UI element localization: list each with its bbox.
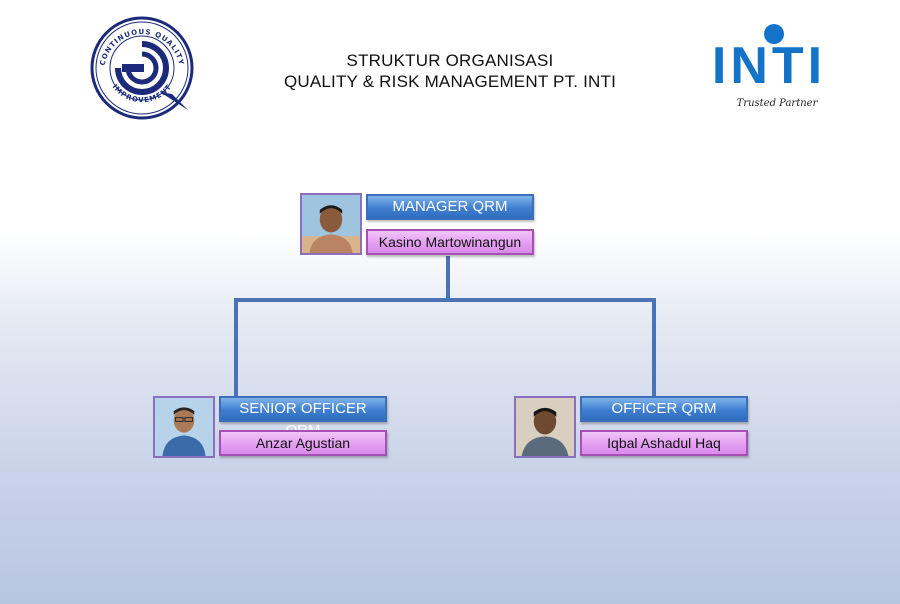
officer-title: OFFICER QRM (580, 396, 748, 422)
connector-left-down (234, 298, 238, 396)
senior-officer-photo (153, 396, 215, 458)
title-line-2: QUALITY & RISK MANAGEMENT PT. INTI (283, 72, 617, 91)
page-title: STRUKTUR ORGANISASI QUALITY & RISK MANAG… (230, 50, 670, 92)
connector-horizontal (234, 298, 656, 302)
manager-photo (300, 193, 362, 255)
inti-logo: INTI Trusted Partner (694, 22, 844, 114)
connector-manager-down (446, 256, 450, 302)
person-photo-icon (155, 398, 213, 456)
inti-wordmark: INTI (711, 37, 827, 95)
manager-name: Kasino Martowinangun (366, 229, 534, 255)
connector-right-down (652, 298, 656, 396)
officer-photo (514, 396, 576, 458)
manager-title: MANAGER QRM (366, 194, 534, 220)
continuous-quality-logo: CONTINUOUS QUALITY IMPROVEMENT (88, 14, 196, 122)
inti-logo-dot-icon (764, 24, 784, 44)
senior-officer-name: Anzar Agustian (219, 430, 387, 456)
inti-tagline: Trusted Partner (736, 98, 818, 109)
person-photo-icon (516, 398, 574, 456)
senior-officer-title: SENIOR OFFICER QRM (219, 396, 387, 439)
title-line-1: STRUKTUR ORGANISASI (346, 51, 554, 70)
person-photo-icon (302, 195, 360, 253)
officer-name: Iqbal Ashadul Haq (580, 430, 748, 456)
